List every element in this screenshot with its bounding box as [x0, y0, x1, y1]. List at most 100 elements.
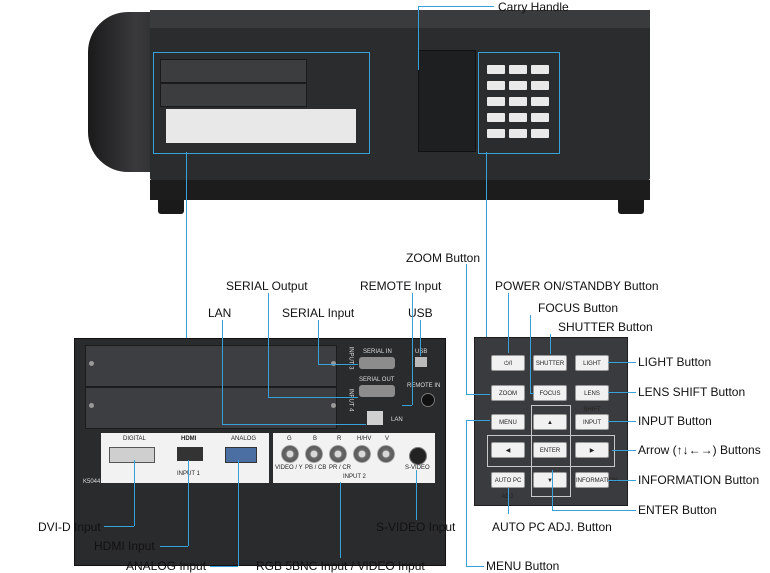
projector-top: [150, 10, 650, 28]
right-arrow-button[interactable]: ▶: [575, 442, 609, 458]
callout-line: [466, 420, 490, 421]
usb-port[interactable]: [415, 357, 427, 367]
bnc-g-port[interactable]: [281, 445, 299, 463]
callout-line: [608, 392, 636, 393]
serial-out-port[interactable]: [359, 385, 395, 397]
digital-label: DIGITAL: [123, 436, 146, 442]
input4-card: [85, 387, 337, 429]
serial-in-label: SERIAL IN: [363, 349, 392, 355]
projector-control-highlight: [478, 52, 560, 154]
arrow-frame-horizontal: [487, 435, 615, 467]
bnc-label-v: V: [385, 436, 390, 442]
carry-handle-recess: [418, 50, 476, 152]
label-hdmi-input: HDMI Input: [94, 539, 155, 553]
callout-line: [552, 470, 553, 510]
input4-label: INPUT 4: [347, 388, 354, 412]
light-button[interactable]: LIGHT: [575, 355, 609, 371]
bnc-sub-video: VIDEO / Y: [275, 465, 303, 471]
enter-button[interactable]: ENTER: [533, 442, 567, 458]
projector-foot-left: [158, 200, 184, 214]
label-dvi-d-input: DVI-D Input: [38, 520, 101, 534]
callout-line: [466, 566, 484, 567]
callout-line: [222, 424, 366, 425]
bnc-b-port[interactable]: [305, 445, 323, 463]
callout-line: [508, 488, 509, 514]
callout-line: [420, 320, 421, 356]
callout-line: [222, 320, 223, 424]
callout-line: [466, 264, 467, 394]
label-menu-button: MENU Button: [486, 559, 560, 573]
label-analog-input: ANALOG Input: [126, 559, 207, 573]
label-auto-pc-adj-button: AUTO PC ADJ. Button: [492, 520, 612, 534]
label-focus-button: FOCUS Button: [538, 301, 619, 315]
power-standby-button[interactable]: ⏻/I: [491, 355, 525, 371]
bnc-hhv-port[interactable]: [353, 445, 371, 463]
lens-shift-button[interactable]: LENS SHIFT: [575, 385, 609, 413]
input1-strip: DIGITAL HDMI ANALOG INPUT 1: [101, 433, 269, 483]
callout-line: [550, 334, 551, 354]
input3-label: INPUT 3: [347, 346, 354, 370]
lan-port[interactable]: [367, 411, 383, 425]
bnc-r-port[interactable]: [329, 445, 347, 463]
auto-pc-adj-button[interactable]: AUTO PC ADJ.: [491, 472, 525, 500]
callout-line: [318, 320, 319, 364]
callout-line: [530, 315, 531, 393]
serial-in-port[interactable]: [359, 357, 395, 369]
callout-line: [608, 421, 636, 422]
arrow-frame-vertical: [531, 405, 571, 497]
bnc-label-b: B: [313, 436, 318, 442]
callout-line: [466, 394, 490, 395]
hdmi-port[interactable]: [177, 447, 203, 461]
callout-line: [530, 393, 534, 394]
label-shutter-button: SHUTTER Button: [558, 320, 653, 334]
label-serial-output: SERIAL Output: [226, 279, 308, 293]
callout-line: [402, 405, 412, 406]
zoom-button[interactable]: ZOOM: [491, 385, 525, 401]
projector-terminal-highlight: [153, 52, 370, 154]
callout-line: [210, 566, 238, 567]
bnc-sub-svideo: S-VIDEO: [405, 465, 430, 471]
shutter-button[interactable]: SHUTTER: [533, 355, 567, 371]
usb-label: USB: [415, 349, 428, 355]
focus-button[interactable]: FOCUS: [533, 385, 567, 401]
dvi-d-port[interactable]: [109, 447, 155, 463]
callout-line: [412, 293, 413, 405]
label-arrow-buttons: Arrow (↑↓←→) Buttons: [638, 443, 761, 457]
label-rgb-video-input: RGB 5BNC Input / VIDEO Input: [256, 559, 425, 573]
label-enter-button: ENTER Button: [638, 503, 717, 517]
label-information-button: INFORMATION Button: [638, 473, 760, 487]
label-power-button: POWER ON/STANDBY Button: [495, 279, 659, 293]
lan-label: LAN: [391, 417, 403, 423]
analog-port[interactable]: [225, 447, 257, 463]
bnc-label-r: R: [337, 436, 342, 442]
model-label: K5044: [83, 479, 101, 485]
control-panel: ⏻/I SHUTTER LIGHT ZOOM FOCUS LENS SHIFT …: [474, 337, 628, 506]
down-arrow-button[interactable]: ▼: [533, 472, 567, 488]
remote-in-port[interactable]: [421, 393, 435, 407]
s-video-port[interactable]: [409, 447, 427, 465]
callout-line: [508, 293, 509, 353]
input-button[interactable]: INPUT: [575, 414, 609, 430]
callout-line: [238, 460, 239, 566]
callout-line: [416, 470, 417, 520]
callout-line: [104, 526, 134, 527]
bnc-label-g: G: [287, 436, 292, 442]
callout-line: [188, 460, 189, 546]
hdmi-label: HDMI: [181, 436, 197, 442]
label-input-button: INPUT Button: [638, 414, 712, 428]
up-arrow-button[interactable]: ▲: [533, 414, 567, 430]
menu-button[interactable]: MENU: [491, 414, 525, 430]
label-lan: LAN: [208, 306, 232, 320]
label-s-video-input: S-VIDEO Input: [376, 520, 456, 534]
label-lens-shift-button: LENS SHIFT Button: [638, 385, 746, 399]
bnc-v-port[interactable]: [377, 445, 395, 463]
left-arrow-button[interactable]: ◀: [491, 442, 525, 458]
bnc-sub-pr: PR / CR: [329, 465, 352, 471]
callout-line: [186, 152, 187, 338]
bnc-sub-pb: PB / CB: [305, 465, 327, 471]
information-button[interactable]: INFORMATION: [575, 472, 618, 488]
callout-line: [612, 450, 636, 451]
label-serial-input: SERIAL Input: [282, 306, 355, 320]
callout-line: [268, 397, 358, 398]
projector-base: [150, 180, 650, 200]
